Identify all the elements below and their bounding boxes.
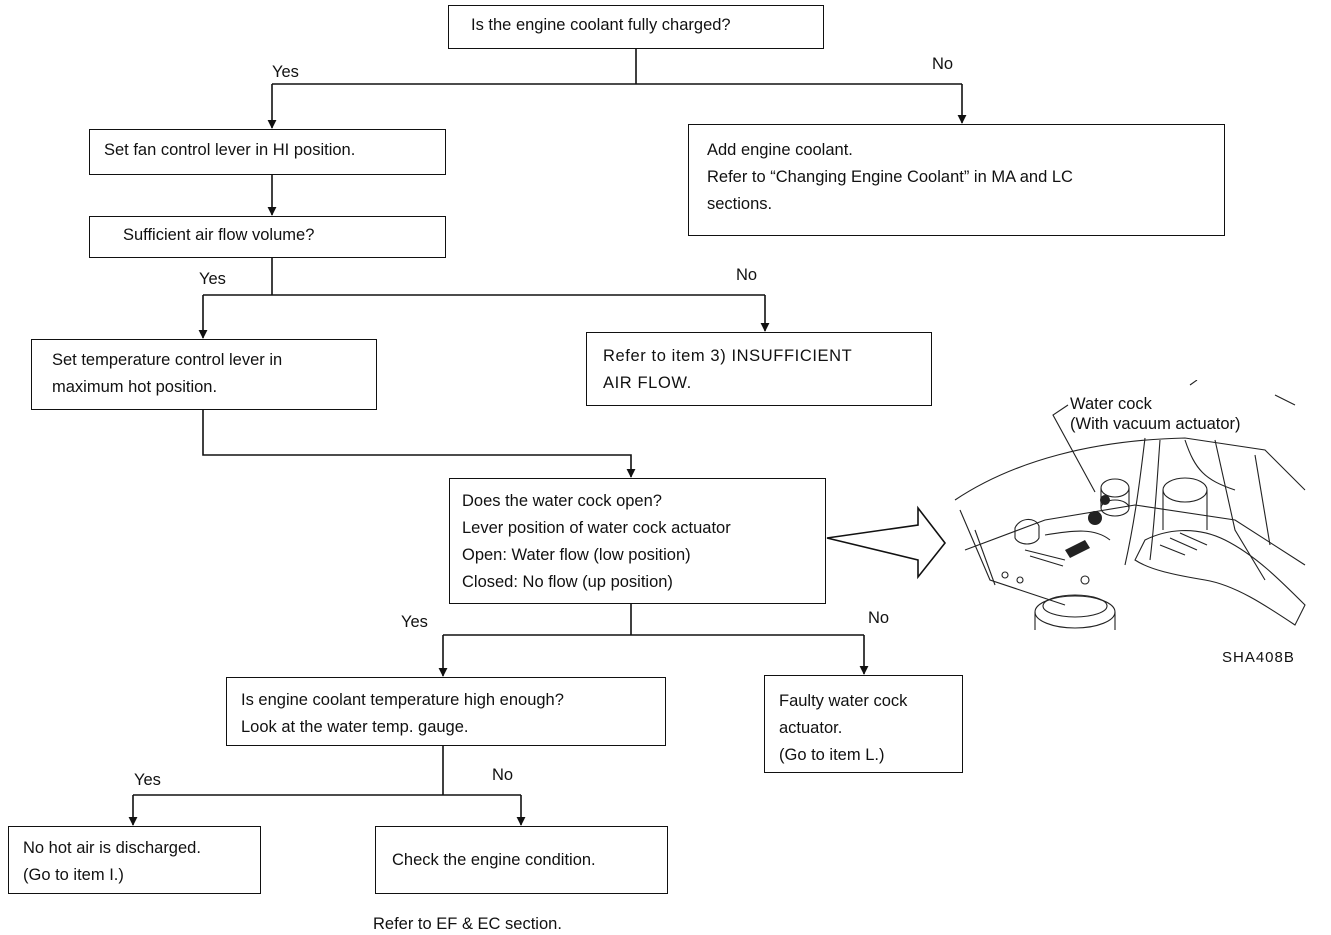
node-coolant-question: Is the engine coolant fully charged? — [448, 5, 824, 49]
panel-outline — [974, 529, 996, 586]
callout-with-vacuum-actuator: (With vacuum actuator) — [1070, 415, 1241, 433]
callout-leader — [1052, 404, 1096, 493]
node-text: Refer to item 3) INSUFFICIENT — [603, 347, 853, 365]
node-text: Refer to “Changing Engine Coolant” in MA… — [707, 168, 1073, 186]
arrow-temp-to-watercock — [202, 410, 636, 478]
node-text: actuator. — [779, 719, 843, 737]
node-text: (Go to item L.) — [779, 746, 885, 764]
water-cock-illustration — [954, 380, 1306, 630]
node-text: No hot air is discharged. — [23, 839, 201, 857]
label-watercock-no: No — [868, 609, 890, 627]
node-text: (Go to item I.) — [23, 866, 124, 884]
node-set-temperature: Set temperature control lever in maximum… — [31, 339, 377, 410]
node-text: Is engine coolant temperature high enoug… — [241, 691, 564, 709]
outline-arrow-to-illustration — [826, 505, 947, 580]
panel-outline — [1254, 454, 1271, 546]
wire-watercock-split — [443, 604, 864, 636]
node-text: Does the water cock open? — [462, 492, 662, 510]
node-text: Sufficient air flow volume? — [123, 226, 315, 244]
node-faulty-actuator: Faulty water cock actuator. (Go to item … — [764, 675, 963, 773]
reservoir — [1162, 477, 1208, 503]
panel-outline — [964, 504, 1306, 566]
node-text: Look at the water temp. gauge. — [241, 718, 469, 736]
node-refer-insufficient-airflow: Refer to item 3) INSUFFICIENT AIR FLOW. — [586, 332, 932, 406]
label-coolant-no: No — [932, 55, 954, 73]
node-text: Set fan control lever in HI position. — [104, 141, 356, 159]
node-text: Lever position of water cock actuator — [462, 519, 731, 537]
node-text: Faulty water cock — [779, 692, 908, 710]
hose — [1149, 439, 1161, 561]
actuator-canister — [1100, 478, 1130, 498]
callout-water-cock: Water cock — [1070, 395, 1152, 413]
node-airflow-question: Sufficient air flow volume? — [89, 216, 446, 258]
wire-airflow-split — [203, 258, 765, 296]
panel-outline — [954, 437, 1306, 501]
node-text: sections. — [707, 195, 773, 213]
node-temp-high-question: Is engine coolant temperature high enoug… — [226, 677, 666, 746]
cap — [1014, 518, 1040, 545]
label-coolant-yes: Yes — [272, 63, 299, 81]
wire-coolant-split — [272, 49, 962, 85]
footnote-refer-ef-ec: Refer to EF & EC section. — [373, 915, 562, 933]
panel-outline — [959, 509, 1066, 606]
node-text: Is the engine coolant fully charged? — [471, 16, 731, 34]
figure-code: SHA408B — [1222, 649, 1295, 666]
node-text: Add engine coolant. — [707, 141, 853, 159]
node-check-engine: Check the engine condition. — [375, 826, 668, 894]
node-text: Open: Water flow (low position) — [462, 546, 691, 564]
hand — [1134, 530, 1306, 626]
wire-temp-split — [133, 746, 521, 796]
label-temp-yes: Yes — [134, 771, 161, 789]
label-airflow-yes: Yes — [199, 270, 226, 288]
node-add-coolant: Add engine coolant. Refer to “Changing E… — [688, 124, 1225, 236]
hose — [1044, 530, 1111, 541]
node-watercock-question: Does the water cock open? Lever position… — [449, 478, 826, 604]
label-watercock-yes: Yes — [401, 613, 428, 631]
node-no-hot-air: No hot air is discharged. (Go to item I.… — [8, 826, 261, 894]
node-text: maximum hot position. — [52, 378, 218, 396]
panel-outline — [1214, 439, 1266, 581]
node-text: Closed: No flow (up position) — [462, 573, 673, 591]
node-set-fan: Set fan control lever in HI position. — [89, 129, 446, 175]
label-temp-no: No — [492, 766, 514, 784]
node-text: Set temperature control lever in — [52, 351, 283, 369]
node-text: Check the engine condition. — [392, 851, 596, 869]
hose — [1124, 437, 1146, 566]
hose — [1184, 439, 1236, 491]
label-airflow-no: No — [736, 266, 758, 284]
node-text: AIR FLOW. — [603, 374, 692, 392]
